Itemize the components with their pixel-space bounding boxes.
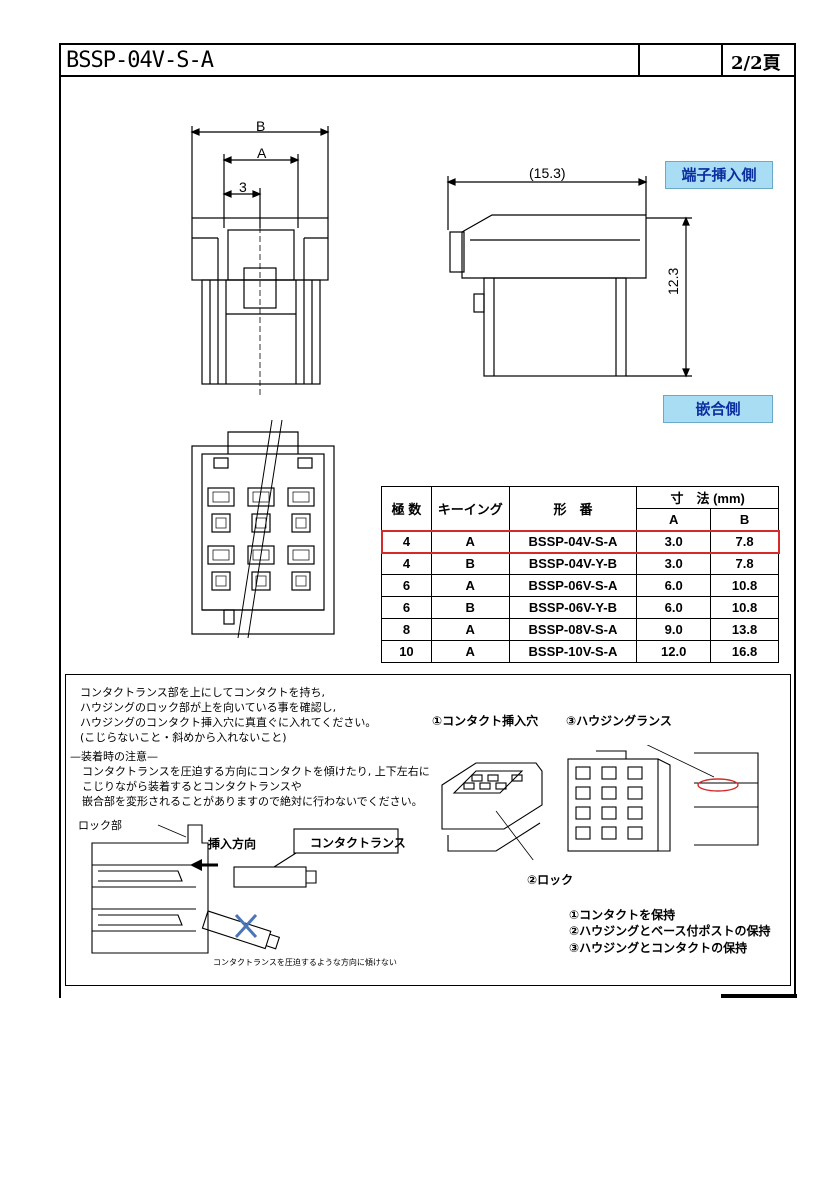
mating-face-drawing: [191, 419, 335, 639]
callout-housing-lance: ③ハウジングランス: [566, 714, 672, 728]
cell-b: 16.8: [710, 640, 779, 663]
title-divider: [721, 43, 723, 77]
cell-a: 6.0: [636, 574, 712, 597]
dim-label-a: A: [257, 145, 267, 161]
assembly-notes-box: [65, 674, 791, 986]
cell-keying: A: [430, 574, 510, 597]
cell-poles: 4: [381, 552, 432, 575]
cell-b: 7.8: [710, 530, 779, 553]
legend-line: ②ハウジングとベース付ポストの保持: [569, 924, 771, 938]
cell-poles: 4: [381, 530, 432, 553]
drawing-frame: [59, 43, 796, 998]
col-header-dims: 寸 法 (mm): [636, 486, 779, 509]
col-header-poles: 極 数: [381, 486, 432, 531]
side-view-drawing: [446, 176, 692, 378]
caution-line: こじりながら装着するとコンタクトランスや: [82, 780, 302, 793]
cell-part-no: BSSP-08V-S-A: [508, 618, 638, 641]
cell-part-no: BSSP-04V-S-A: [508, 530, 638, 553]
cell-keying: A: [430, 530, 510, 553]
note-line: コンタクトランス部を上にしてコンタクトを持ち,: [80, 686, 325, 699]
cell-a: 12.0: [636, 640, 712, 663]
tag-mating-side: 嵌合側: [663, 395, 773, 423]
tag-insert-side: 端子挿入側: [665, 161, 773, 189]
title-block: [59, 43, 796, 77]
col-header-part-no: 形 番: [508, 486, 638, 531]
cell-b: 10.8: [710, 596, 779, 619]
cell-a: 9.0: [636, 618, 712, 641]
label-contact-lance: コンタクトランス: [310, 836, 406, 850]
caution-line: コンタクトランスを圧迫する方向にコンタクトを傾けたり, 上下左右に: [82, 765, 430, 778]
callout-contact-hole: ①コンタクト挿入穴: [432, 714, 539, 728]
housing-illustrations: [441, 745, 759, 860]
frame-corner-bar: [721, 994, 797, 998]
dim-label-3: 3: [239, 179, 247, 195]
cell-part-no: BSSP-06V-Y-B: [508, 596, 638, 619]
cell-keying: A: [430, 640, 510, 663]
insertion-illustration: [91, 824, 399, 954]
label-lock: ロック部: [78, 819, 122, 832]
col-header-keying: キーイング: [430, 486, 510, 531]
cell-poles: 10: [381, 640, 432, 663]
cell-b: 13.8: [710, 618, 779, 641]
front-view-drawing: [190, 126, 330, 398]
note-line: ハウジングのロック部が上を向いている事を確認し,: [80, 701, 337, 714]
legend-line: ①コンタクトを保持: [569, 908, 676, 922]
caution-line: 嵌合部を変形されることがありますので絶対に行わないでください。: [82, 795, 423, 808]
note-line: ハウジングのコンタクト挿入穴に真直ぐに入れてください。: [80, 716, 377, 729]
dim-label-length: (15.3): [529, 165, 566, 181]
cell-keying: B: [430, 596, 510, 619]
cell-keying: B: [430, 552, 510, 575]
cell-part-no: BSSP-04V-Y-B: [508, 552, 638, 575]
part-title: BSSP-04V-S-A: [66, 48, 214, 73]
dim-label-height: 12.3: [665, 267, 681, 295]
cell-a: 3.0: [636, 552, 712, 575]
cell-part-no: BSSP-10V-S-A: [508, 640, 638, 663]
warning-note: コンタクトランスを圧迫するような方向に傾けない: [213, 958, 397, 967]
cell-poles: 6: [381, 596, 432, 619]
cell-a: 3.0: [636, 530, 712, 553]
caution-title: —装着時の注意—: [70, 750, 158, 763]
cell-b: 7.8: [710, 552, 779, 575]
col-header-b: B: [710, 508, 779, 531]
cell-poles: 6: [381, 574, 432, 597]
callout-lock: ②ロック: [527, 873, 574, 887]
label-insert-direction: 挿入方向: [208, 837, 257, 851]
cell-keying: A: [430, 618, 510, 641]
dim-label-b: B: [256, 118, 266, 134]
cell-b: 10.8: [710, 574, 779, 597]
page-number: 2/2頁: [731, 53, 781, 74]
note-line: (こじらないこと・斜めから入れないこと): [80, 731, 287, 744]
cell-part-no: BSSP-06V-S-A: [508, 574, 638, 597]
cell-a: 6.0: [636, 596, 712, 619]
legend-line: ③ハウジングとコンタクトの保持: [569, 941, 748, 955]
cell-poles: 8: [381, 618, 432, 641]
title-divider: [638, 43, 640, 77]
col-header-a: A: [636, 508, 712, 531]
